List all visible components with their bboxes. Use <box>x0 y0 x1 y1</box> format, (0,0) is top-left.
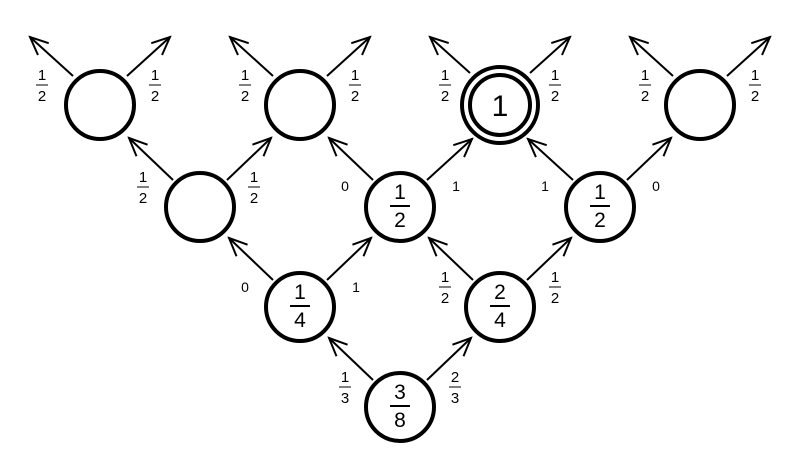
edge-label-denominator: 2 <box>441 290 449 307</box>
node-circle <box>164 171 236 243</box>
edge-label-n6-left: 0 <box>341 178 349 194</box>
edge-label-numerator: 1 <box>250 169 258 186</box>
node-numerator: 1 <box>394 181 406 204</box>
edge-label-n8-right: 1 <box>352 279 360 295</box>
edge-label-n7-right: 0 <box>652 178 660 194</box>
edge-label-numerator: 1 <box>551 269 559 286</box>
nodes: 1 1 2 1 2 1 4 <box>64 65 736 443</box>
edge-label-numerator: 1 <box>139 169 147 186</box>
edge-label-numerator: 1 <box>441 269 449 286</box>
edge-label-numerator: 1 <box>151 67 159 84</box>
node-row3-col2: 2 4 <box>464 271 536 343</box>
node-denominator: 4 <box>294 309 306 332</box>
arrow-n2-up-left <box>230 37 274 77</box>
node-row2-col2: 1 2 <box>364 171 436 243</box>
node-label: 1 <box>492 90 509 123</box>
arrow-n7-to-n5 <box>626 138 671 181</box>
node-circle <box>664 69 736 141</box>
node-row3-col1: 1 4 <box>264 271 336 343</box>
edge-label-numerator: 1 <box>441 67 449 84</box>
edge-label-denominator: 2 <box>250 190 258 207</box>
arrow-n3-up-left <box>430 37 471 74</box>
arrow-n4-to-n1 <box>129 138 174 181</box>
node-denominator: 2 <box>394 209 406 232</box>
edge-label-n10-right: 2 3 <box>449 369 461 407</box>
node-outer-ring <box>460 65 540 145</box>
node-circle <box>264 69 336 141</box>
arrow-n9-to-n7 <box>526 238 571 281</box>
edge-label-n1-left: 1 2 <box>36 67 48 105</box>
edge-label-denominator: 2 <box>151 88 159 105</box>
arrow-n10-to-n8 <box>329 338 374 381</box>
edge-label-n1-right: 1 2 <box>149 67 161 105</box>
node-numerator: 1 <box>294 281 306 304</box>
edge-label-denominator: 2 <box>441 88 449 105</box>
edges <box>30 37 770 381</box>
node-row1-col1 <box>64 69 136 141</box>
arrow-n9-to-n6 <box>429 238 474 281</box>
node-row4-col1-start: 3 8 <box>364 371 436 443</box>
edge-label-n8-left: 0 <box>241 279 249 295</box>
edge-label-n3-left: 1 2 <box>439 67 451 105</box>
edge-label-n3-right: 1 2 <box>549 67 561 105</box>
node-row1-col2 <box>264 69 336 141</box>
arrow-n1-up-left <box>30 37 74 77</box>
arrow-n5-up-left <box>630 37 674 77</box>
node-row2-col1 <box>164 171 236 243</box>
node-denominator: 2 <box>594 209 606 232</box>
node-numerator: 2 <box>494 281 506 304</box>
arrow-n8-to-n4 <box>229 238 274 281</box>
arrow-n8-to-n6 <box>326 238 371 281</box>
edge-label-denominator: 3 <box>451 390 459 407</box>
edge-label-n5-left: 1 2 <box>639 67 651 105</box>
edge-label-denominator: 3 <box>341 390 349 407</box>
edge-label-n4-left: 1 2 <box>137 169 149 207</box>
edge-label-denominator: 2 <box>551 88 559 105</box>
edge-label-numerator: 1 <box>38 67 46 84</box>
edge-label-numerator: 1 <box>341 369 349 386</box>
node-row2-col3: 1 2 <box>564 171 636 243</box>
arrow-n1-up-right <box>126 37 170 77</box>
edge-label-n2-left: 1 2 <box>239 67 251 105</box>
arrow-n6-to-n2 <box>329 138 374 181</box>
node-denominator: 4 <box>494 309 506 332</box>
edge-label-denominator: 2 <box>139 190 147 207</box>
edge-label-n9-left: 1 2 <box>439 269 451 307</box>
edge-label-numerator: 1 <box>751 67 759 84</box>
edge-label-n6-right: 1 <box>452 178 460 194</box>
edge-label-numerator: 1 <box>351 67 359 84</box>
edge-label-n9-right: 1 2 <box>549 269 561 307</box>
node-circle <box>64 69 136 141</box>
node-denominator: 8 <box>394 409 406 432</box>
edge-labels: 1 2 1 2 1 2 1 2 1 2 1 2 1 <box>36 67 761 407</box>
edge-label-numerator: 1 <box>241 67 249 84</box>
edge-label-denominator: 2 <box>351 88 359 105</box>
edge-label-numerator: 2 <box>451 369 459 386</box>
node-numerator: 3 <box>394 381 406 404</box>
arrow-n5-up-right <box>726 37 770 77</box>
edge-label-denominator: 2 <box>641 88 649 105</box>
edge-label-numerator: 1 <box>551 67 559 84</box>
edge-label-n4-right: 1 2 <box>248 169 260 207</box>
edge-label-n2-right: 1 2 <box>349 67 361 105</box>
edge-label-n10-left: 1 3 <box>339 369 351 407</box>
edge-label-denominator: 2 <box>38 88 46 105</box>
edge-label-denominator: 2 <box>751 88 759 105</box>
edge-label-denominator: 2 <box>241 88 249 105</box>
node-numerator: 1 <box>594 181 606 204</box>
node-inner-ring <box>468 73 532 137</box>
arrow-n7-to-n3 <box>528 139 574 181</box>
node-row1-col3-accepting: 1 <box>460 65 540 145</box>
arrow-n2-up-right <box>326 37 370 77</box>
edge-label-numerator: 1 <box>641 67 649 84</box>
arrow-n3-up-right <box>529 37 570 74</box>
node-row1-col4 <box>664 69 736 141</box>
edge-label-n5-right: 1 2 <box>749 67 761 105</box>
arrow-n10-to-n9 <box>426 338 471 381</box>
arrow-n4-to-n2 <box>226 138 271 181</box>
edge-label-denominator: 2 <box>551 290 559 307</box>
edge-label-n7-left: 1 <box>541 178 549 194</box>
arrow-n6-to-n3 <box>426 139 472 181</box>
